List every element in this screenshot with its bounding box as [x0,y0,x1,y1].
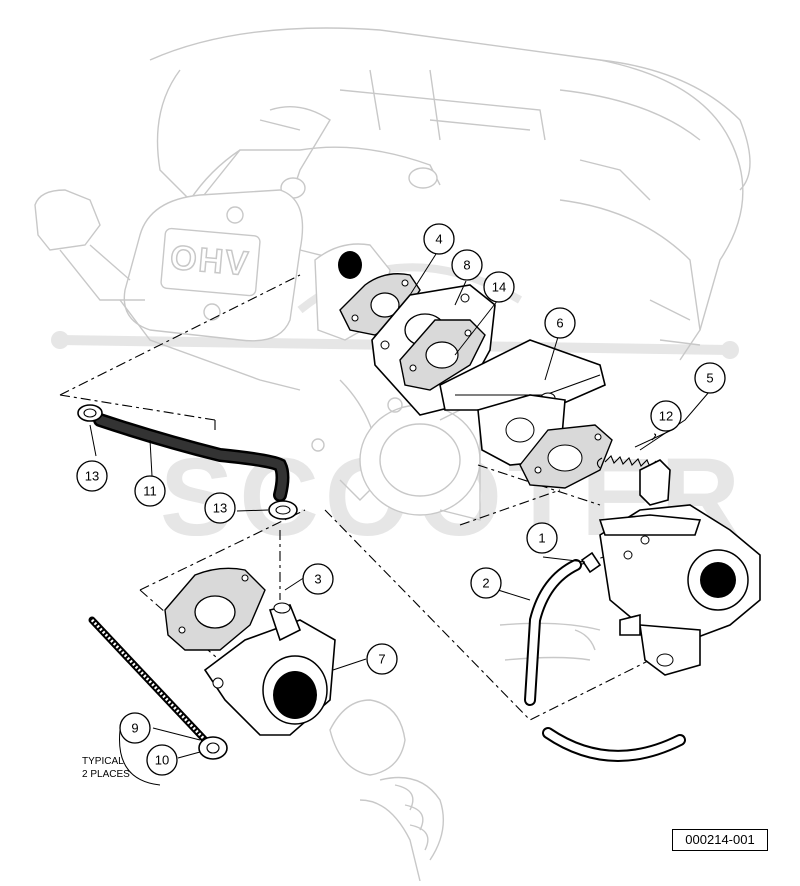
callout-9: 9 [119,712,151,744]
part-7-adapter [203,602,336,736]
svg-text:2: 2 [482,576,489,591]
svg-text:8: 8 [463,258,470,273]
svg-text:13: 13 [213,501,227,516]
part-2-fuel-line [524,559,582,706]
svg-text:14: 14 [492,280,506,295]
callout-2: 2 [470,567,502,599]
callout-3: 3 [302,563,334,595]
svg-text:1: 1 [538,531,545,546]
callout-1: 1 [526,522,558,554]
part-10-nut [198,736,228,760]
svg-text:3: 3 [314,572,321,587]
svg-text:10: 10 [155,753,169,768]
part-13-clamps [77,404,298,520]
part-6-shield [439,339,606,411]
svg-text:12: 12 [659,409,673,424]
svg-text:13: 13 [85,469,99,484]
part-3-gasket [164,567,266,651]
ohv-label: OHV [169,239,252,284]
carburetor [580,459,761,676]
hose-piece [542,727,686,762]
callout-11: 11 [134,475,166,507]
part-5-spacer [477,394,613,489]
callout-8: 8 [451,249,483,281]
callout-leaders [89,253,710,759]
part-11-hose [93,413,290,502]
callout-5: 5 [694,362,726,394]
document-number: 000214-001 [672,829,768,851]
callout-4: 4 [423,223,455,255]
engine-background: OHV [34,27,751,882]
callout-14: 14 [483,271,515,303]
svg-text:5: 5 [706,371,713,386]
part-9-bolt [88,616,209,744]
callout-7: 7 [366,643,398,675]
svg-text:7: 7 [378,652,385,667]
typical-note: TYPICAL 2 PLACES [82,729,161,786]
part-14-gasket [399,319,486,391]
callout-13-upper: 13 [76,460,108,492]
callout-13-lower: 13 [204,492,236,524]
intake-port [338,251,362,279]
svg-text:9: 9 [131,721,138,736]
callout-12: 12 [650,400,682,432]
svg-text:6: 6 [556,316,563,331]
typical-note-line2: 2 PLACES [82,769,130,780]
callout-6: 6 [544,307,576,339]
svg-text:4: 4 [435,232,442,247]
svg-text:11: 11 [143,484,157,499]
callout-10: 10 [146,744,178,776]
typical-note-line1: TYPICAL [82,756,124,767]
